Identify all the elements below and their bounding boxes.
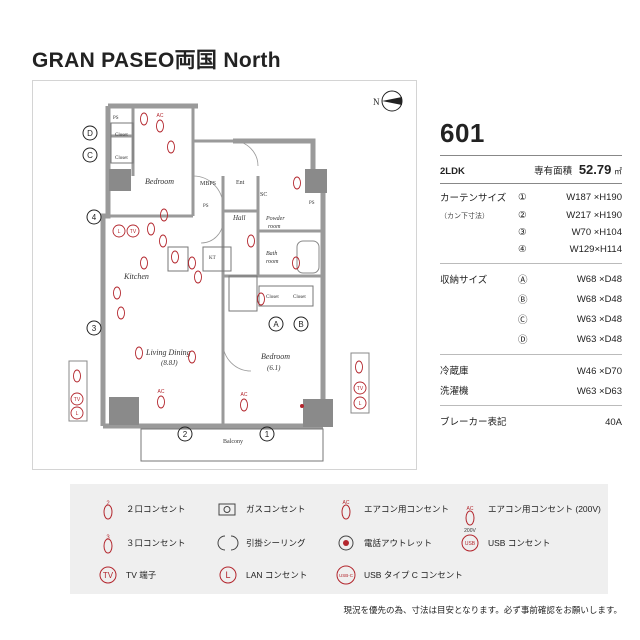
- svg-text:C: C: [87, 151, 93, 160]
- legend-outlet-3: 3 ３口コンセント: [96, 532, 186, 554]
- svg-text:AC: AC: [241, 392, 248, 398]
- svg-text:KT: KT: [209, 256, 216, 261]
- floor-plan: N Bedroom Closet Closet MBPS Ent SC Hall…: [32, 80, 417, 470]
- svg-text:AC: AC: [158, 389, 165, 395]
- svg-text:(6.1): (6.1): [267, 364, 281, 372]
- lan-outlet-icon: L: [216, 564, 240, 586]
- svg-text:Closet: Closet: [293, 295, 306, 300]
- svg-text:USB: USB: [465, 541, 476, 547]
- svg-text:Closet: Closet: [115, 133, 128, 138]
- svg-text:L: L: [359, 401, 362, 407]
- svg-text:A: A: [273, 320, 279, 329]
- area-label: 専有面積: [534, 166, 573, 177]
- legend-tv: TV TV 端子: [96, 564, 156, 586]
- tv-outlet-icon: TV: [96, 564, 120, 586]
- footer-note: 現況を優先の為、寸法は目安となります。必ず事前確認をお願いします。: [343, 605, 622, 615]
- svg-text:Closet: Closet: [266, 295, 279, 300]
- svg-text:room: room: [268, 224, 281, 230]
- storage-label: 収納サイズ: [440, 275, 488, 286]
- curtain-sizes: カーテンサイズ ① W187 ×H190 （カン下寸法） ② W217 ×H19…: [440, 191, 622, 256]
- washer-label: 洗濯機: [440, 386, 469, 397]
- svg-text:Hall: Hall: [232, 214, 246, 222]
- svg-text:PS: PS: [203, 204, 209, 209]
- svg-text:room: room: [266, 259, 279, 265]
- svg-text:TV: TV: [74, 397, 81, 403]
- svg-text:TV: TV: [357, 386, 364, 392]
- wall-left: [100, 106, 111, 426]
- legend-gas: ガスコンセント: [216, 498, 306, 520]
- ac-outlet-icon: AC: [334, 498, 358, 520]
- outlet-2-icon: 2: [96, 498, 120, 520]
- svg-text:2: 2: [183, 430, 188, 439]
- outlet-3-icon: 3: [96, 532, 120, 554]
- room-living: Living Dining: [145, 348, 191, 357]
- svg-text:PS: PS: [309, 201, 315, 206]
- ceiling-hook-icon: [216, 532, 240, 554]
- property-title: GRAN PASEO両国 North: [32, 49, 281, 72]
- svg-text:TV: TV: [103, 571, 114, 580]
- legend-outlet-2: 2 ２口コンセント: [96, 498, 186, 520]
- curtain-sub-label: （カン下寸法）: [440, 212, 489, 220]
- legend-phone: 電話アウトレット: [334, 532, 432, 554]
- svg-text:(8.8J): (8.8J): [161, 359, 178, 367]
- svg-text:SC: SC: [260, 192, 267, 198]
- svg-text:2: 2: [106, 501, 110, 507]
- room-bedroom2: Bedroom: [261, 352, 290, 361]
- breaker-value: 40A: [605, 417, 622, 428]
- breaker-label: ブレーカー表記: [440, 417, 507, 428]
- svg-text:1: 1: [265, 430, 270, 439]
- svg-text:L: L: [225, 570, 230, 580]
- unit-number: 601: [440, 118, 485, 148]
- svg-text:AC: AC: [157, 113, 164, 119]
- svg-text:Bath: Bath: [266, 251, 277, 257]
- svg-text:TV: TV: [130, 229, 137, 235]
- area-unit: ㎡: [614, 167, 622, 176]
- spec-panel: 601 2LDK 専有面積 52.79 ㎡ カーテンサイズ ① W187 ×H1…: [440, 118, 622, 428]
- room-bedroom1: Bedroom: [145, 177, 174, 186]
- floor-plan-drawing: N Bedroom Closet Closet MBPS Ent SC Hall…: [68, 90, 403, 462]
- svg-text:PS: PS: [113, 116, 119, 121]
- room-kitchen: Kitchen: [123, 272, 149, 281]
- fridge-size: W46 ×D70: [576, 366, 622, 377]
- legend-ac: AC エアコン用コンセント: [334, 498, 449, 520]
- layout-type: 2LDK: [440, 166, 465, 177]
- north-arrow-icon: N: [373, 90, 403, 112]
- svg-text:AC: AC: [343, 500, 350, 506]
- legend-usb-c: USB-C USB タイプ C コンセント: [334, 564, 463, 586]
- svg-text:4: 4: [92, 213, 97, 222]
- svg-text:Closet: Closet: [115, 156, 128, 161]
- washer-size: W63 ×D63: [576, 386, 622, 397]
- storage-sizes: 収納サイズ Ⓐ W68 ×D48 Ⓑ W68 ×D48 Ⓒ W63 ×D48 Ⓓ…: [440, 273, 622, 347]
- svg-text:Powder: Powder: [265, 216, 285, 222]
- svg-text:N: N: [373, 97, 380, 107]
- svg-text:B: B: [298, 320, 303, 329]
- svg-text:L: L: [76, 411, 79, 417]
- svg-text:D: D: [87, 129, 93, 138]
- svg-text:3: 3: [92, 324, 97, 333]
- legend-usb: USB USB コンセント: [458, 532, 550, 554]
- svg-text:Balcony: Balcony: [223, 439, 243, 445]
- phone-outlet-icon: [334, 532, 358, 554]
- gas-outlet-icon: [216, 498, 240, 520]
- usb-c-outlet-icon: USB-C: [334, 564, 358, 586]
- ac-200v-outlet-icon: AC 200V: [458, 498, 482, 534]
- area-value: 52.79: [578, 162, 612, 177]
- legend-lan: L LAN コンセント: [216, 564, 307, 586]
- fridge-label: 冷蔵庫: [440, 366, 469, 377]
- svg-text:MBPS: MBPS: [200, 181, 216, 187]
- curtain-label: カーテンサイズ: [440, 193, 507, 204]
- usb-outlet-icon: USB: [458, 532, 482, 554]
- legend-ceiling: 引掛シーリング: [216, 532, 306, 554]
- svg-text:USB-C: USB-C: [339, 573, 354, 578]
- svg-text:L: L: [118, 229, 121, 235]
- svg-text:Ent: Ent: [236, 180, 245, 186]
- svg-text:3: 3: [106, 535, 110, 541]
- svg-text:AC: AC: [467, 506, 474, 512]
- svg-text:200V: 200V: [464, 528, 476, 534]
